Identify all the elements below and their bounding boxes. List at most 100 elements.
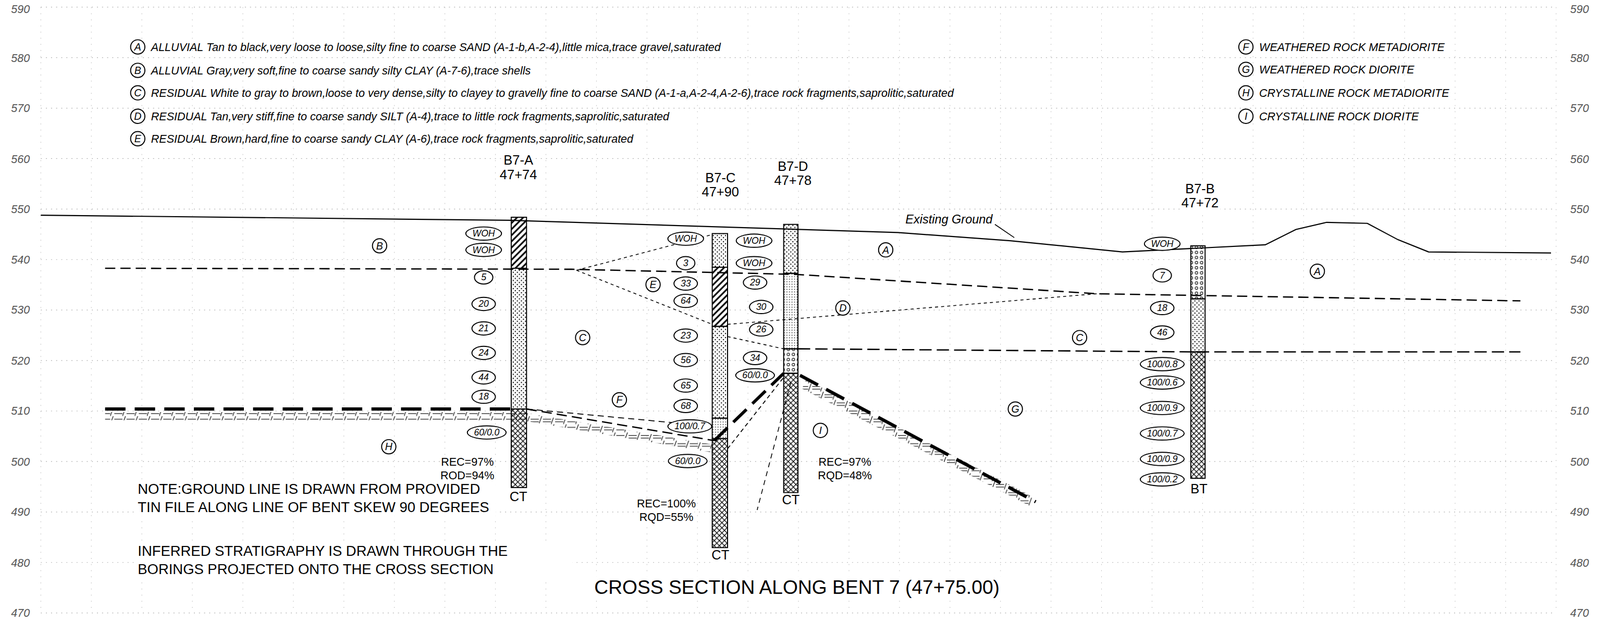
elevation-label: 480 [9,556,31,570]
node-text: I [818,425,822,436]
note-text: NOTE:GROUND LINE IS DRAWN FROM PROVIDED … [136,479,496,516]
blow-count: 7 [1152,268,1172,283]
grid-line [40,107,1556,109]
legend-text: RESIDUAL Brown,hard,fine to coarse sandy… [151,132,634,145]
stratum-label: A [1309,263,1325,279]
blow-count: 30 [748,300,774,315]
blow-count: 20 [471,297,497,312]
stratum-label: D [835,300,851,316]
elevation-label: 500 [9,455,31,469]
boring-label: BT [1189,482,1209,498]
legend-text: ALLUVIAL Tan to black,very loose to loos… [151,40,721,53]
elevation-label: 520 [9,354,31,368]
grid-line [91,7,92,614]
blow-count: WOH [735,233,773,248]
stratum-label: G [1007,401,1023,417]
elevation-label: 570 [9,101,31,115]
boring-label: Existing Ground [904,213,994,228]
blow-count: 64 [673,293,698,309]
elevation-label: 580 [1569,51,1591,65]
legend-symbol: A [130,39,146,55]
node-text: WOH [742,257,766,269]
blow-count: 60/0.0 [466,425,507,440]
elevation-label: 590 [9,2,31,16]
node-text: 24 [478,348,489,359]
legend-symbol: E [130,131,146,147]
node-text: 100/0.2 [1147,474,1178,485]
blow-count: WOH [465,226,502,241]
node-text: WOH [742,235,766,246]
grid-line [1252,7,1254,614]
node-text: B [376,240,384,252]
elevation-label: 510 [1569,404,1591,418]
blow-count: WOH [735,255,773,270]
node-text: C [1075,332,1083,343]
elevation-label: 490 [1569,505,1591,519]
node-text: WOH [1151,238,1174,250]
grid-line [40,158,1556,159]
elevation-label: 520 [1569,354,1591,368]
node-text: 18 [478,391,489,403]
boring-label: B7-B [1184,182,1216,198]
stratum-label: C [574,329,590,346]
node-text: D [133,111,142,122]
legend-text: WEATHERED ROCK DIORITE [1259,63,1415,76]
node-text: I [1244,111,1248,122]
boring-logs [511,217,1205,548]
node-text: 100/0.9 [1147,453,1178,465]
stratum-label: I [812,423,828,439]
blow-count: 33 [673,276,698,291]
grid-line [1050,7,1052,614]
elevation-label: 490 [9,505,31,519]
legend-text: RESIDUAL White to gray to brown,loose to… [151,86,954,99]
blow-count: 26 [748,322,774,337]
stratum-label: C [1072,329,1088,346]
blow-count: 100/0.7 [667,419,712,434]
note-text: INFERRED STRATIGRAPHY IS DRAWN THROUGH T… [136,542,573,579]
node-text: C [133,87,142,98]
node-text: 3 [683,257,689,269]
boring-label: REC=97% [439,456,495,470]
stratum-label: F [611,392,627,408]
node-text: 18 [1157,302,1168,314]
stratum-label: E [645,277,661,293]
node-text: H [1242,87,1250,98]
node-text: 44 [478,372,489,384]
elevation-label: 470 [1569,606,1591,620]
legend-symbol: F [1238,39,1254,55]
node-text: 5 [481,272,487,283]
section-title: CROSS SECTION ALONG BENT 7 (47+75.00) [591,576,1003,599]
node-text: 60/0.0 [674,456,701,467]
elevation-label: 580 [9,51,31,65]
node-text: 100/0.8 [1147,359,1178,370]
elevation-label: 570 [1569,101,1591,115]
elevation-label: 530 [9,303,31,317]
node-text: F [1242,41,1250,53]
blow-count: 44 [471,370,497,385]
blow-count: 29 [742,275,768,290]
boring-label: REC=97% [817,456,873,470]
node-text: 100/0.7 [1147,428,1178,439]
node-text: 33 [680,278,692,290]
grid-line [1555,7,1557,614]
elevation-label: 500 [1569,455,1591,469]
blow-count: 100/0.2 [1139,472,1185,487]
blow-count: 100/0.6 [1139,375,1185,390]
boring-label: B7-C [704,170,737,187]
grid-line [1000,7,1001,614]
blow-count: 100/0.9 [1139,451,1185,466]
legend-symbol: B [130,62,146,78]
stratum-label: A [878,242,894,258]
blow-count: 18 [471,389,497,404]
node-text: 7 [1159,270,1165,281]
blow-count: WOH [465,242,502,257]
blow-count: 65 [673,378,698,393]
node-text: 23 [680,330,692,341]
boring-label: B7-D [776,159,809,175]
boring-label: 47+90 [700,185,741,201]
node-text: 21 [478,323,489,335]
legend-symbol: G [1238,61,1254,77]
legend-text: RESIDUAL Tan,very stiff,fine to coarse s… [151,109,670,122]
node-text: 29 [749,277,761,289]
node-text: 65 [680,380,692,391]
